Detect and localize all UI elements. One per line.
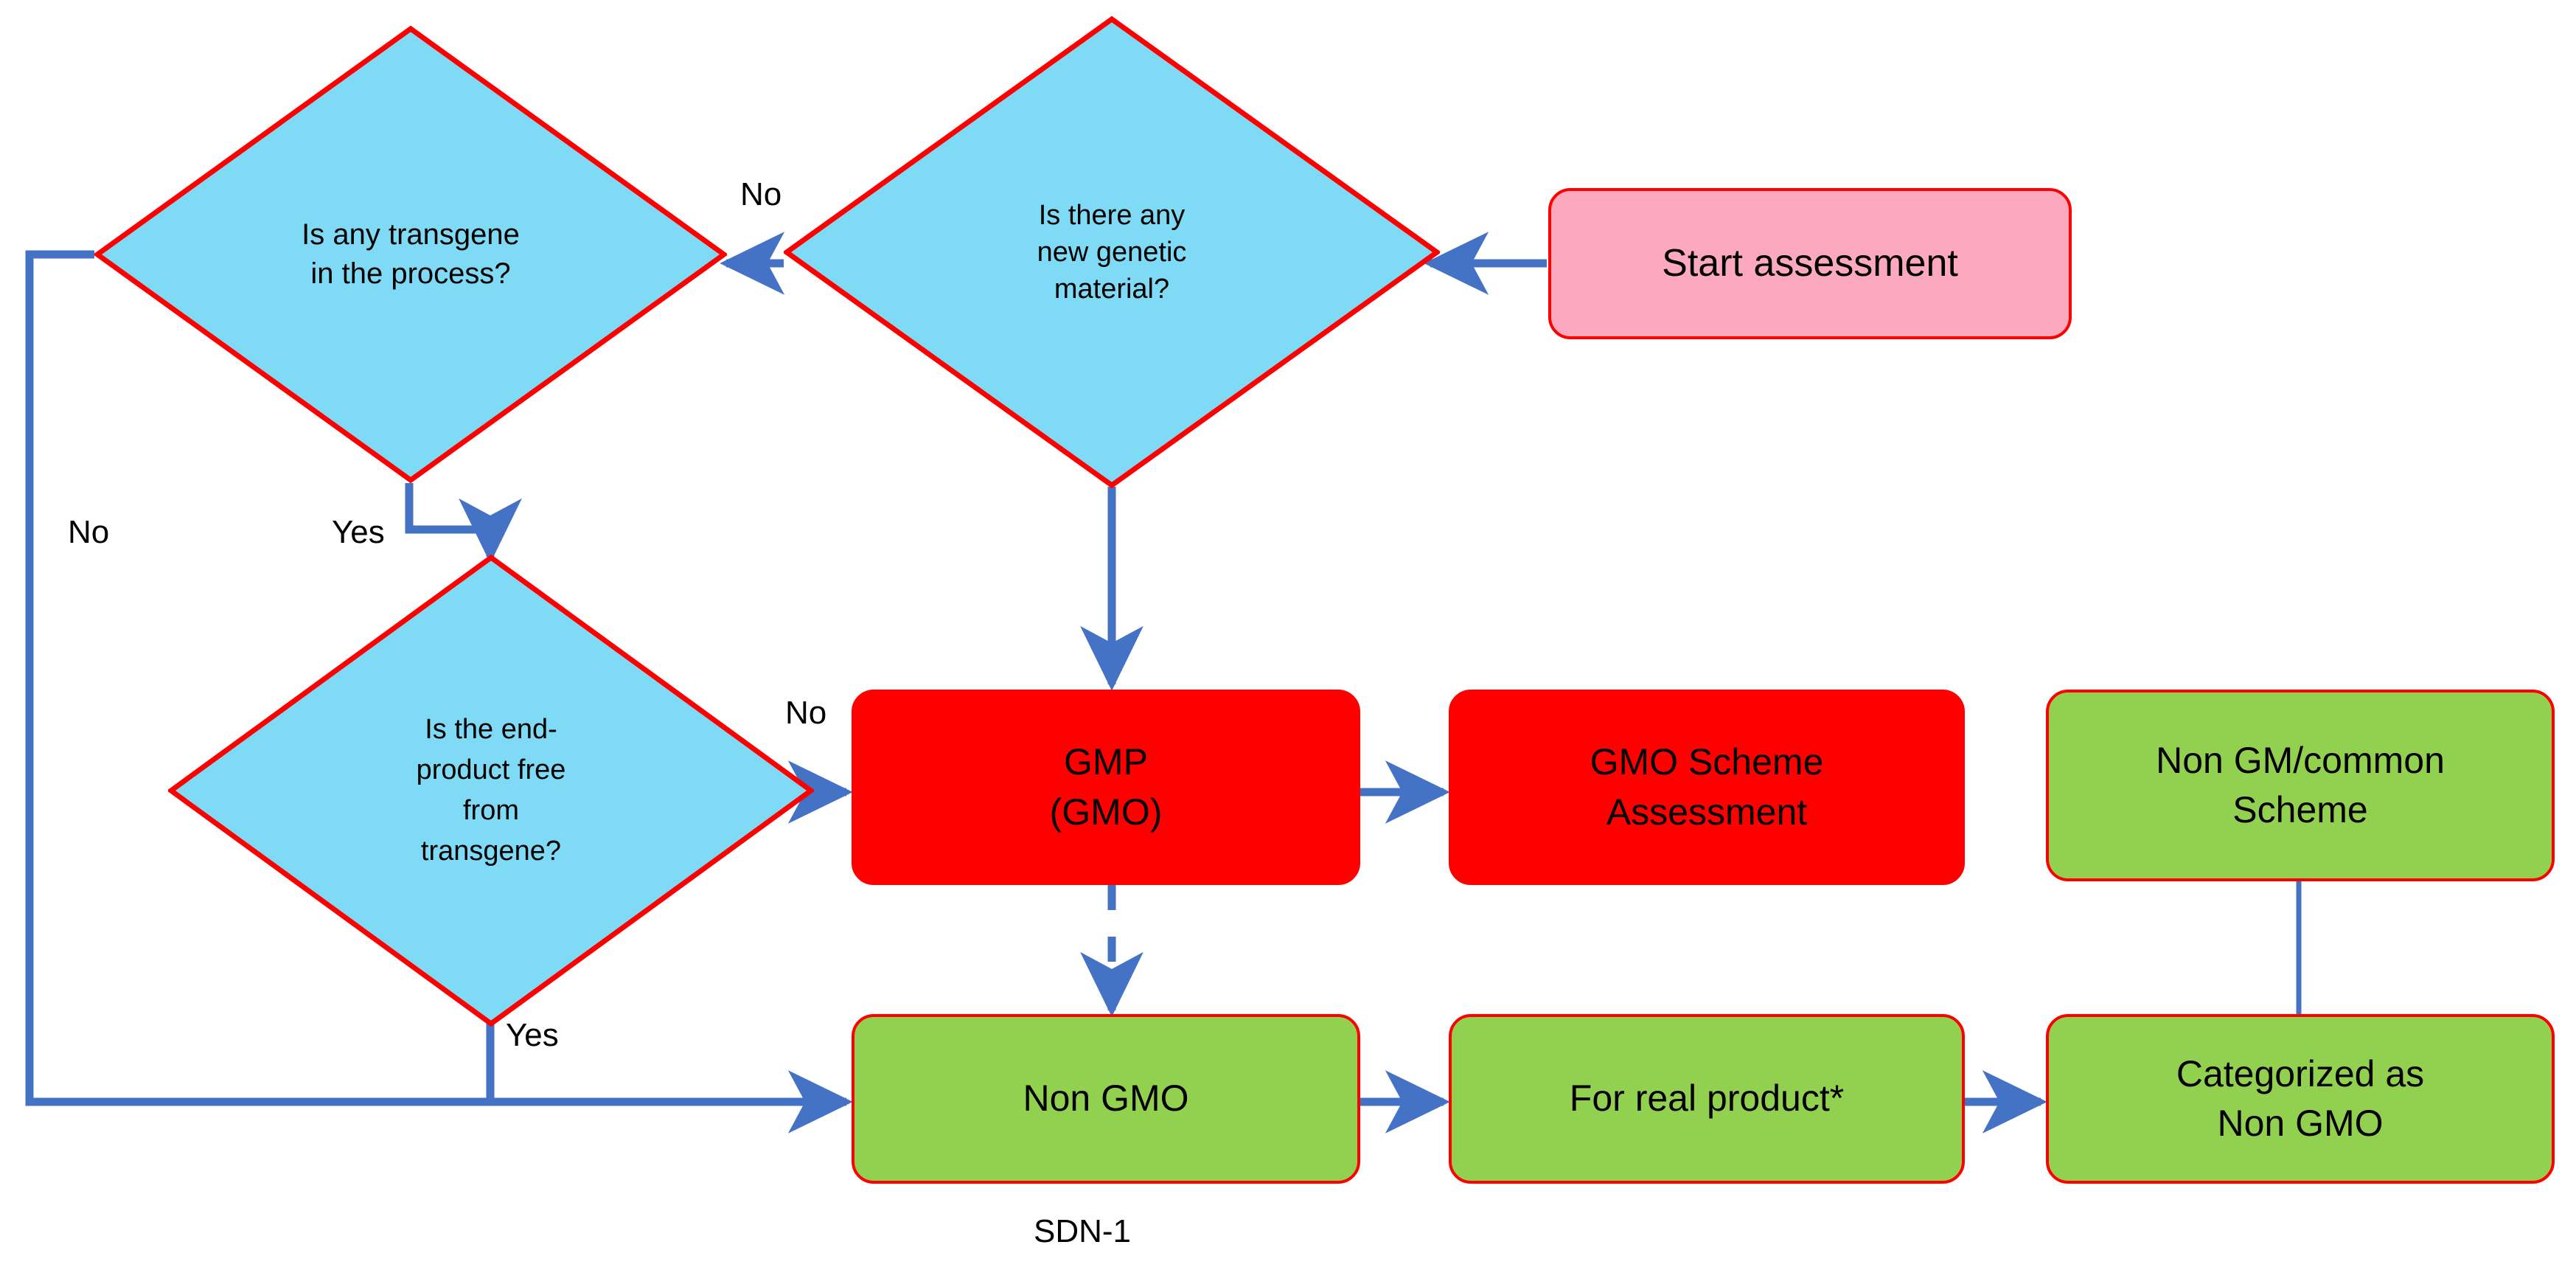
decision-end-product-free-label: Is the end- product free from transgene? (416, 713, 566, 867)
diamond-shape (168, 555, 814, 1027)
node-non-gmo[interactable]: Non GMO (852, 1014, 1360, 1184)
node-gmp-gmo[interactable]: GMP (GMO) (852, 690, 1360, 885)
node-gmo-scheme-assessment-label: GMO Scheme Assessment (1590, 741, 1824, 833)
diamond-shape (784, 16, 1440, 488)
node-start-assessment[interactable]: Start assessment (1548, 188, 2072, 339)
edge-transgene-yes-to-endproduct (405, 483, 522, 563)
node-start-assessment-label: Start assessment (1662, 242, 1958, 285)
edge-label-no-left: No (68, 514, 110, 550)
node-non-gm-common-scheme[interactable]: Non GM/common Scheme (2046, 690, 2555, 881)
edge-label-no-mid: No (785, 695, 827, 731)
node-categorized-as-non-gmo[interactable]: Categorized as Non GMO (2046, 1014, 2555, 1184)
edge-label-yes-lower: Yes (506, 1017, 559, 1053)
decision-end-product-free[interactable]: Is the end- product free from transgene? (168, 555, 814, 1027)
node-for-real-product[interactable]: For real product* (1449, 1014, 1965, 1184)
diamond-shape (94, 26, 727, 483)
node-non-gm-common-scheme-label: Non GM/common Scheme (2156, 739, 2445, 831)
edge-label-yes-upper: Yes (332, 514, 385, 550)
decision-new-genetic-material[interactable]: Is there any new genetic material? (784, 16, 1440, 488)
node-categorized-as-non-gmo-label: Categorized as Non GMO (2176, 1052, 2425, 1145)
decision-transgene-in-process-label: Is any transgene in the process? (302, 218, 520, 290)
node-gmp-gmo-label: GMP (GMO) (1049, 741, 1163, 833)
edge-label-no-top: No (740, 176, 782, 212)
caption-sdn1: SDN-1 (1034, 1213, 1132, 1249)
node-gmo-scheme-assessment[interactable]: GMO Scheme Assessment (1449, 690, 1965, 885)
node-for-real-product-label: For real product* (1569, 1077, 1845, 1120)
node-non-gmo-label: Non GMO (1023, 1077, 1189, 1120)
decision-transgene-in-process[interactable]: Is any transgene in the process? (94, 26, 727, 483)
decision-new-genetic-material-label: Is there any new genetic material? (1037, 199, 1187, 305)
